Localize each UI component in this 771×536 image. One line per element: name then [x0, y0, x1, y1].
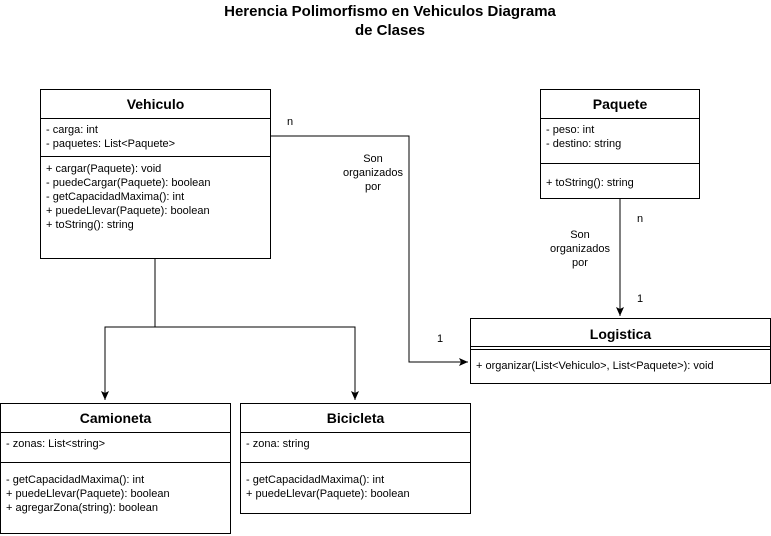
class-camioneta[interactable]: Camioneta - zonas: List<string> - getCap… — [0, 403, 231, 534]
methods-section: - getCapacidadMaxima(): int + puedeLleva… — [1, 463, 230, 519]
class-logistica[interactable]: Logistica + organizar(List<Vehiculo>, Li… — [470, 318, 771, 384]
methods-section: + organizar(List<Vehiculo>, List<Paquete… — [471, 350, 770, 377]
method: - getCapacidadMaxima(): int — [246, 474, 385, 486]
method: - getCapacidadMaxima(): int — [46, 191, 185, 203]
methods-section: + toString(): string — [541, 164, 699, 194]
label-line: Son — [363, 153, 383, 165]
method: + organizar(List<Vehiculo>, List<Paquete… — [476, 360, 714, 372]
label-line: por — [572, 257, 588, 269]
class-bicicleta[interactable]: Bicicleta - zona: string - getCapacidadM… — [240, 403, 471, 514]
multiplicity-logistica-1: 1 — [636, 293, 644, 305]
label-line: organizados — [550, 243, 610, 255]
class-name: Logistica — [471, 319, 770, 350]
attribute: - zonas: List<string> — [6, 438, 106, 450]
attributes-section: - carga: int - paquetes: List<Paquete> — [41, 119, 270, 157]
method: + agregarZona(string): boolean — [6, 502, 158, 514]
association-vehiculo-logistica — [270, 135, 468, 366]
attribute: - paquetes: List<Paquete> — [46, 138, 176, 150]
method: + puedeLlevar(Paquete): boolean — [6, 488, 170, 500]
method: - puedeCargar(Paquete): boolean — [46, 177, 211, 189]
attribute: - carga: int — [46, 124, 98, 136]
class-paquete[interactable]: Paquete - peso: int - destino: string + … — [540, 89, 700, 199]
label-line: por — [365, 181, 381, 193]
diagram-title: Herencia Polimorfismo en Vehiculos Diagr… — [160, 2, 620, 40]
attributes-section: - zonas: List<string> — [1, 433, 230, 463]
multiplicity-paquete-n: n — [636, 213, 644, 225]
method: + toString(): string — [46, 219, 134, 231]
diagram-title-line2: de Clases — [354, 22, 426, 39]
method: + toString(): string — [546, 177, 634, 189]
attribute: - peso: int — [546, 124, 595, 136]
class-name: Bicicleta — [241, 404, 470, 433]
attribute: - destino: string — [546, 138, 622, 150]
method: + puedeLlevar(Paquete): boolean — [46, 205, 210, 217]
method: - getCapacidadMaxima(): int — [6, 474, 145, 486]
label-line: organizados — [343, 167, 403, 179]
class-vehiculo[interactable]: Vehiculo - carga: int - paquetes: List<P… — [40, 89, 271, 259]
method: + cargar(Paquete): void — [46, 163, 162, 175]
association-label-paquete-logistica: Son organizados por — [537, 228, 623, 270]
multiplicity-logistica-1: 1 — [436, 333, 444, 345]
label-line: Son — [570, 229, 590, 241]
multiplicity-vehiculo-n: n — [286, 116, 294, 128]
class-name: Paquete — [541, 90, 699, 119]
class-name: Camioneta — [1, 404, 230, 433]
attributes-section: - zona: string — [241, 433, 470, 463]
methods-section: - getCapacidadMaxima(): int + puedeLleva… — [241, 463, 470, 505]
association-label-vehiculo-logistica: Son organizados por — [330, 152, 416, 194]
method: + puedeLlevar(Paquete): boolean — [246, 488, 410, 500]
inheritance-connector-bicicleta — [155, 326, 359, 400]
attributes-section: - peso: int - destino: string — [541, 119, 699, 164]
attribute: - zona: string — [246, 438, 310, 450]
inheritance-connector-vehiculo — [101, 258, 156, 400]
diagram-title-line1: Herencia Polimorfismo en Vehiculos Diagr… — [224, 3, 556, 20]
methods-section: + cargar(Paquete): void - puedeCargar(Pa… — [41, 157, 270, 236]
class-name: Vehiculo — [41, 90, 270, 119]
